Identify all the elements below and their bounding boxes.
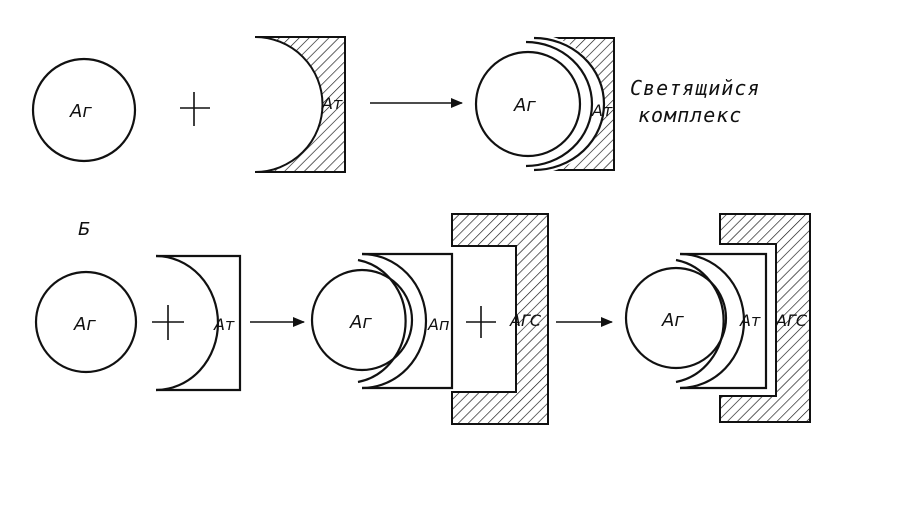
antigen-label: Аг xyxy=(349,312,372,333)
final-fluorescent-complex: Аг Ат АГС xyxy=(624,213,811,423)
antibody-row-b: Ат xyxy=(155,254,242,392)
anti-globulin-label: АГС xyxy=(509,311,542,330)
antibody-variant-label: Ап xyxy=(427,315,449,334)
complex-caption-line1: Светящийся xyxy=(630,76,760,100)
antibody-label: Ат xyxy=(739,311,761,330)
antigen-row-a: Аг xyxy=(31,57,137,163)
antibody-label: Ат xyxy=(321,94,343,113)
plus-sign xyxy=(180,92,210,126)
complex-caption-line2: комплекс xyxy=(638,103,742,127)
antigen-antibody-complex: Аг Ап xyxy=(310,252,454,390)
plus-sign xyxy=(466,306,496,338)
labeled-antibody-row-a: Ат xyxy=(254,36,346,173)
antigen-label: Аг xyxy=(73,314,96,335)
antibody-label: Ат xyxy=(591,101,613,120)
row-a-direct-method: Аг Ат Аг Ат Светящийся комплекс xyxy=(31,33,760,175)
anti-globulin-serum: АГС xyxy=(451,213,549,425)
antigen-row-b: Аг xyxy=(34,270,138,374)
section-b-label: Б xyxy=(78,219,90,240)
antigen-label: Аг xyxy=(661,310,684,331)
anti-globulin-label: АГС xyxy=(775,311,808,330)
antibody-label: Ат xyxy=(213,315,235,334)
plus-sign xyxy=(152,305,184,340)
fluorescent-complex: Аг Ат xyxy=(474,33,615,175)
row-b-indirect-method: Аг Ат Аг Ап xyxy=(34,213,811,425)
antigen-label: Аг xyxy=(69,101,92,122)
antigen-label: Аг xyxy=(513,95,536,116)
